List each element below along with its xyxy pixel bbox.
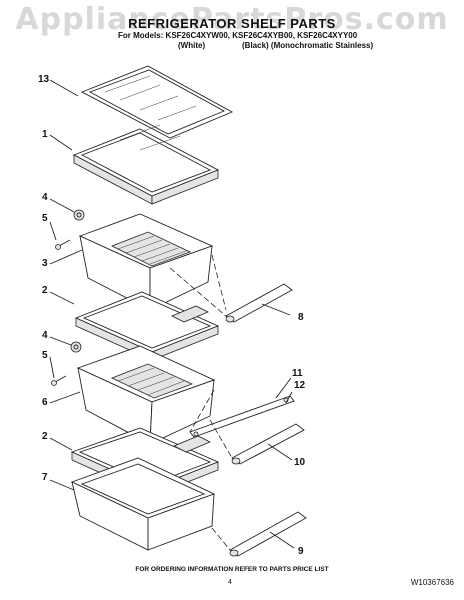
part-9-rail (229, 511, 307, 557)
part-5-screw-upper (55, 239, 71, 250)
document-id: W10367636 (410, 578, 454, 587)
models-line: For Models: KSF26C4XYW00, KSF26C4XYB00, … (118, 31, 358, 40)
callout-2-lower: 2 (42, 431, 48, 442)
part-6-drawer (76, 345, 216, 445)
part-4-cap-lower (70, 341, 82, 353)
part-11-12-slide-assembly (189, 395, 295, 438)
page-number: 4 (228, 579, 232, 586)
callout-7: 7 (42, 472, 48, 483)
callout-10: 10 (294, 457, 306, 468)
part-5-screw-lower (51, 375, 67, 386)
leader-lines (49, 79, 295, 549)
callout-9: 9 (298, 546, 304, 557)
ordering-note: FOR ORDERING INFORMATION REFER TO PARTS … (135, 566, 329, 573)
watermark: AppliancePartsPros.com (15, 2, 449, 37)
part-7-bottom-drawer (70, 457, 216, 551)
callout-5-lower: 5 (42, 350, 48, 361)
callout-13: 13 (38, 74, 50, 85)
callout-5-upper: 5 (42, 213, 48, 224)
part-1-shelf-frame (72, 124, 220, 205)
part-13-glass-shelf (80, 65, 234, 139)
callout-1: 1 (42, 129, 48, 140)
callout-11: 11 (292, 368, 303, 379)
callout-12: 12 (294, 380, 306, 391)
callout-2-upper: 2 (42, 285, 48, 296)
page-title: REFRIGERATOR SHELF PARTS (128, 16, 336, 31)
variant-black: (Black) (Monochromatic Stainless) (242, 41, 374, 50)
part-8-rail (225, 283, 293, 323)
callout-8: 8 (298, 312, 304, 323)
callout-6: 6 (42, 397, 48, 408)
variant-white: (White) (178, 41, 206, 50)
callout-4-lower: 4 (42, 330, 48, 341)
callout-4-upper: 4 (42, 192, 48, 203)
alignment-lines (169, 254, 233, 551)
part-4-cap-upper (73, 209, 85, 221)
callout-3: 3 (42, 258, 48, 269)
